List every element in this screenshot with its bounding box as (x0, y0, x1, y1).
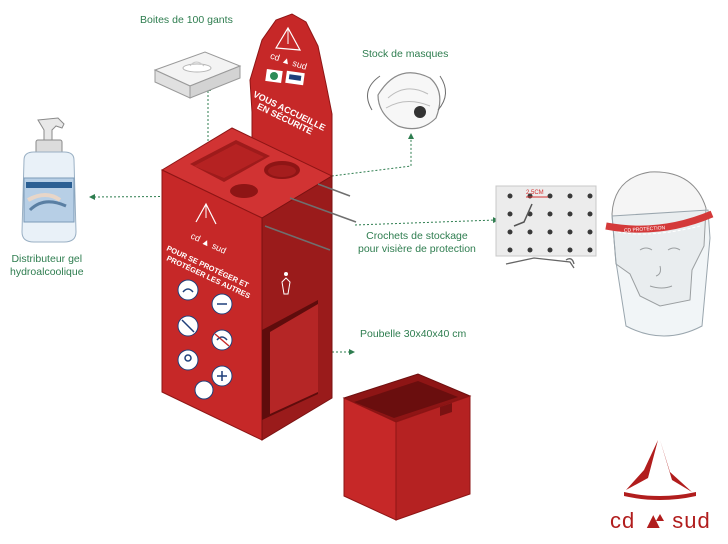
stand-brand-front: cd ▲ sud (189, 231, 228, 256)
visor-illustration (605, 171, 714, 337)
sanitizer-bottle (21, 117, 77, 243)
label-hooks-line2: pour visière de protection (358, 243, 476, 255)
gloves-box (153, 51, 242, 99)
label-masks: Stock de masques (362, 48, 449, 60)
stand-hooks (264, 183, 357, 251)
leader-masks (299, 133, 414, 181)
waste-bin (342, 373, 472, 521)
label-bin: Poubelle 30x40x40 cm (360, 328, 467, 340)
brand-logo-mark (624, 440, 696, 521)
mask-illustration (367, 72, 446, 130)
leader-hooks (354, 217, 499, 226)
label-gel-line1: Distributeur gel (11, 253, 83, 265)
stand-brand-top: cd ▲ sud (269, 51, 308, 72)
label-hooks-line1: Crochets de stockage (366, 230, 468, 242)
visor-band-text: CD PROTECTION (624, 225, 666, 234)
pegboard (495, 185, 597, 269)
label-gel-line2: hydroalcoolique (10, 266, 84, 278)
kiosk-stand (160, 13, 334, 441)
label-hooks: Crochets de stockage pour visière de pro… (358, 230, 476, 256)
label-gel: Distributeur gel hydroalcoolique (10, 253, 84, 279)
label-gloves: Boites de 100 gants (140, 14, 233, 26)
brand-logo-text: cd ▲ sud (610, 508, 711, 533)
hook-measure: 2,5CM (526, 190, 544, 196)
